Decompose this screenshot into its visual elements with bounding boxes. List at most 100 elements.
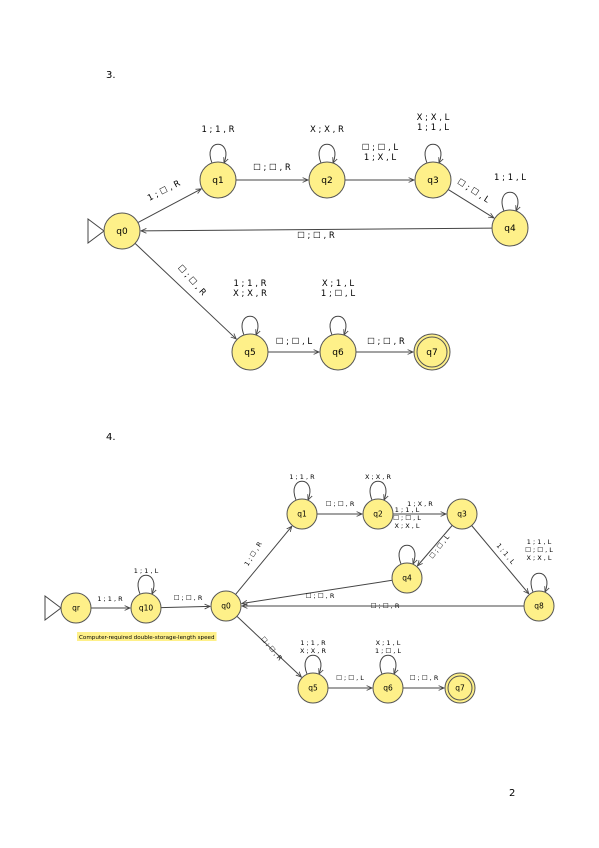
state-label: q7 <box>426 348 437 358</box>
transition-label-line: ☐ ; ☐ , R <box>367 337 405 347</box>
transition-label-line: X ; 1 , L <box>322 279 355 289</box>
transition-label-line: X ; X , R <box>365 473 391 481</box>
transition-q6-to-q7: ☐ ; ☐ , R <box>403 674 444 688</box>
transition-label: ☐ ; ☐ , R <box>371 602 400 610</box>
state-q0[interactable]: q0 <box>210 590 242 622</box>
state-label: q8 <box>534 602 544 611</box>
state-q0[interactable]: q0 <box>87 212 141 250</box>
transition-label-line: ☐ ; ☐ , R <box>174 594 203 602</box>
transition-label-line: 1 ; 1 , L <box>134 567 159 575</box>
transition-q2-to-q2: X ; X , R <box>310 125 344 163</box>
state-q5[interactable]: q5 <box>231 333 269 371</box>
state-circle <box>444 672 476 704</box>
transition-label-line: 1 ; 1 , L <box>527 538 552 546</box>
state-circle <box>362 498 394 530</box>
state-label: q4 <box>402 574 412 583</box>
state-label: q1 <box>297 510 307 519</box>
transition-label-line: X ; 1 , L <box>376 639 401 647</box>
transition-q3-to-q4: ☐ ; ☐ , L <box>448 177 494 218</box>
state-q1[interactable]: q1 <box>199 161 237 199</box>
state-q7[interactable]: q7 <box>413 333 451 371</box>
transition-label: ☐ ; ☐ , L <box>276 337 313 347</box>
transition-q0-to-q5: ☐ ; ☐ , R <box>236 615 301 677</box>
accepting-ring <box>447 675 473 701</box>
state-q2[interactable]: q2 <box>308 161 346 199</box>
self-loop-arrow <box>369 480 386 500</box>
transition-arrow <box>137 189 201 223</box>
state-circle <box>446 498 478 530</box>
state-q1[interactable]: q1 <box>286 498 318 530</box>
state-q4[interactable]: q4 <box>391 562 423 594</box>
state-circle <box>319 333 357 371</box>
state-q3[interactable]: q3 <box>414 161 452 199</box>
state-label: q7 <box>455 684 465 693</box>
self-loop-arrow <box>424 143 441 163</box>
state-q7[interactable]: q7 <box>444 672 476 704</box>
transition-label-line: X ; X , L <box>417 113 450 123</box>
transition-q2-to-q3: 1 ; X , R <box>393 500 446 514</box>
transition-q1-to-q2: ☐ ; ☐ , R <box>236 163 308 180</box>
state-label: qr <box>72 604 81 613</box>
accepting-ring <box>416 336 448 368</box>
transition-label-line: ☐ ; ☐ , R <box>259 635 284 662</box>
state-label: q6 <box>332 348 344 358</box>
state-q6[interactable]: q6 <box>372 672 404 704</box>
self-loop-arrow <box>530 572 547 592</box>
transition-label-line: 1 ; 1 , R <box>201 125 234 135</box>
state-q10[interactable]: q10 <box>130 592 162 624</box>
state-q8[interactable]: q8 <box>523 590 555 622</box>
state-circle <box>60 592 92 624</box>
transition-label-line: X ; X , R <box>233 289 267 299</box>
state-q6[interactable]: q6 <box>319 333 357 371</box>
transition-label-line: ☐ ; ☐ , L <box>428 533 452 560</box>
transition-q1-to-q2: ☐ ; ☐ , R <box>317 500 362 514</box>
transition-label: X ; X , R <box>310 125 344 135</box>
state-circle <box>297 672 329 704</box>
transition-arrow <box>235 526 292 595</box>
state-q2[interactable]: q2 <box>362 498 394 530</box>
state-label: q0 <box>116 227 128 237</box>
transition-label-line: 1 ; X , R <box>407 500 433 508</box>
note-highlight <box>77 632 217 641</box>
transition-label-line: 1 ; 1 , L <box>494 173 526 183</box>
transition-label: 1 ; 1 , R <box>201 125 234 135</box>
transition-label: ☐ ; ☐ , L <box>428 533 452 560</box>
state-q4[interactable]: q4 <box>491 209 529 247</box>
self-loop-arrow <box>293 480 310 500</box>
transition-label-line: ☐ ; ☐ , L <box>276 337 313 347</box>
transition-q4-to-q4: 1 ; 1 , L <box>494 173 526 211</box>
initial-state-marker <box>44 595 62 621</box>
self-loop-arrow <box>304 654 321 674</box>
transition-label: ☐ ; ☐ , R <box>326 500 355 508</box>
transition-label-line: ☐ ; ☐ , R <box>253 163 291 173</box>
state-circle <box>199 161 237 199</box>
transition-q3-to-q8: 1 ; 1 , L <box>471 525 529 594</box>
transition-label-line: 1 ; 1 , R <box>233 279 266 289</box>
state-circle <box>308 161 346 199</box>
transition-label-line: 1 ; 1 , R <box>97 595 123 603</box>
transition-label-line: 1 ; ☐ , L <box>375 647 401 655</box>
transition-label: 1 ; 1 , L <box>495 542 517 566</box>
state-qr[interactable]: qr <box>44 592 92 624</box>
transition-label-line: ☐ ; ☐ , R <box>297 231 335 241</box>
state-circle <box>491 209 529 247</box>
transition-q1-to-q1: 1 ; 1 , R <box>201 125 235 163</box>
note-text: Computer-required double-storage-length … <box>79 635 215 641</box>
transition-arrow <box>417 525 453 565</box>
transition-label-line: 1 ; X , L <box>364 153 397 163</box>
state-circle <box>130 592 162 624</box>
state-q5[interactable]: q5 <box>297 672 329 704</box>
transition-label-line: 1 ; 1 , L <box>495 542 517 566</box>
transition-q0-to-q1: 1 ; ☐ , R <box>137 179 201 223</box>
state-label: q1 <box>212 176 223 186</box>
transition-label: X ; X , R <box>365 473 391 481</box>
state-q3[interactable]: q3 <box>446 498 478 530</box>
